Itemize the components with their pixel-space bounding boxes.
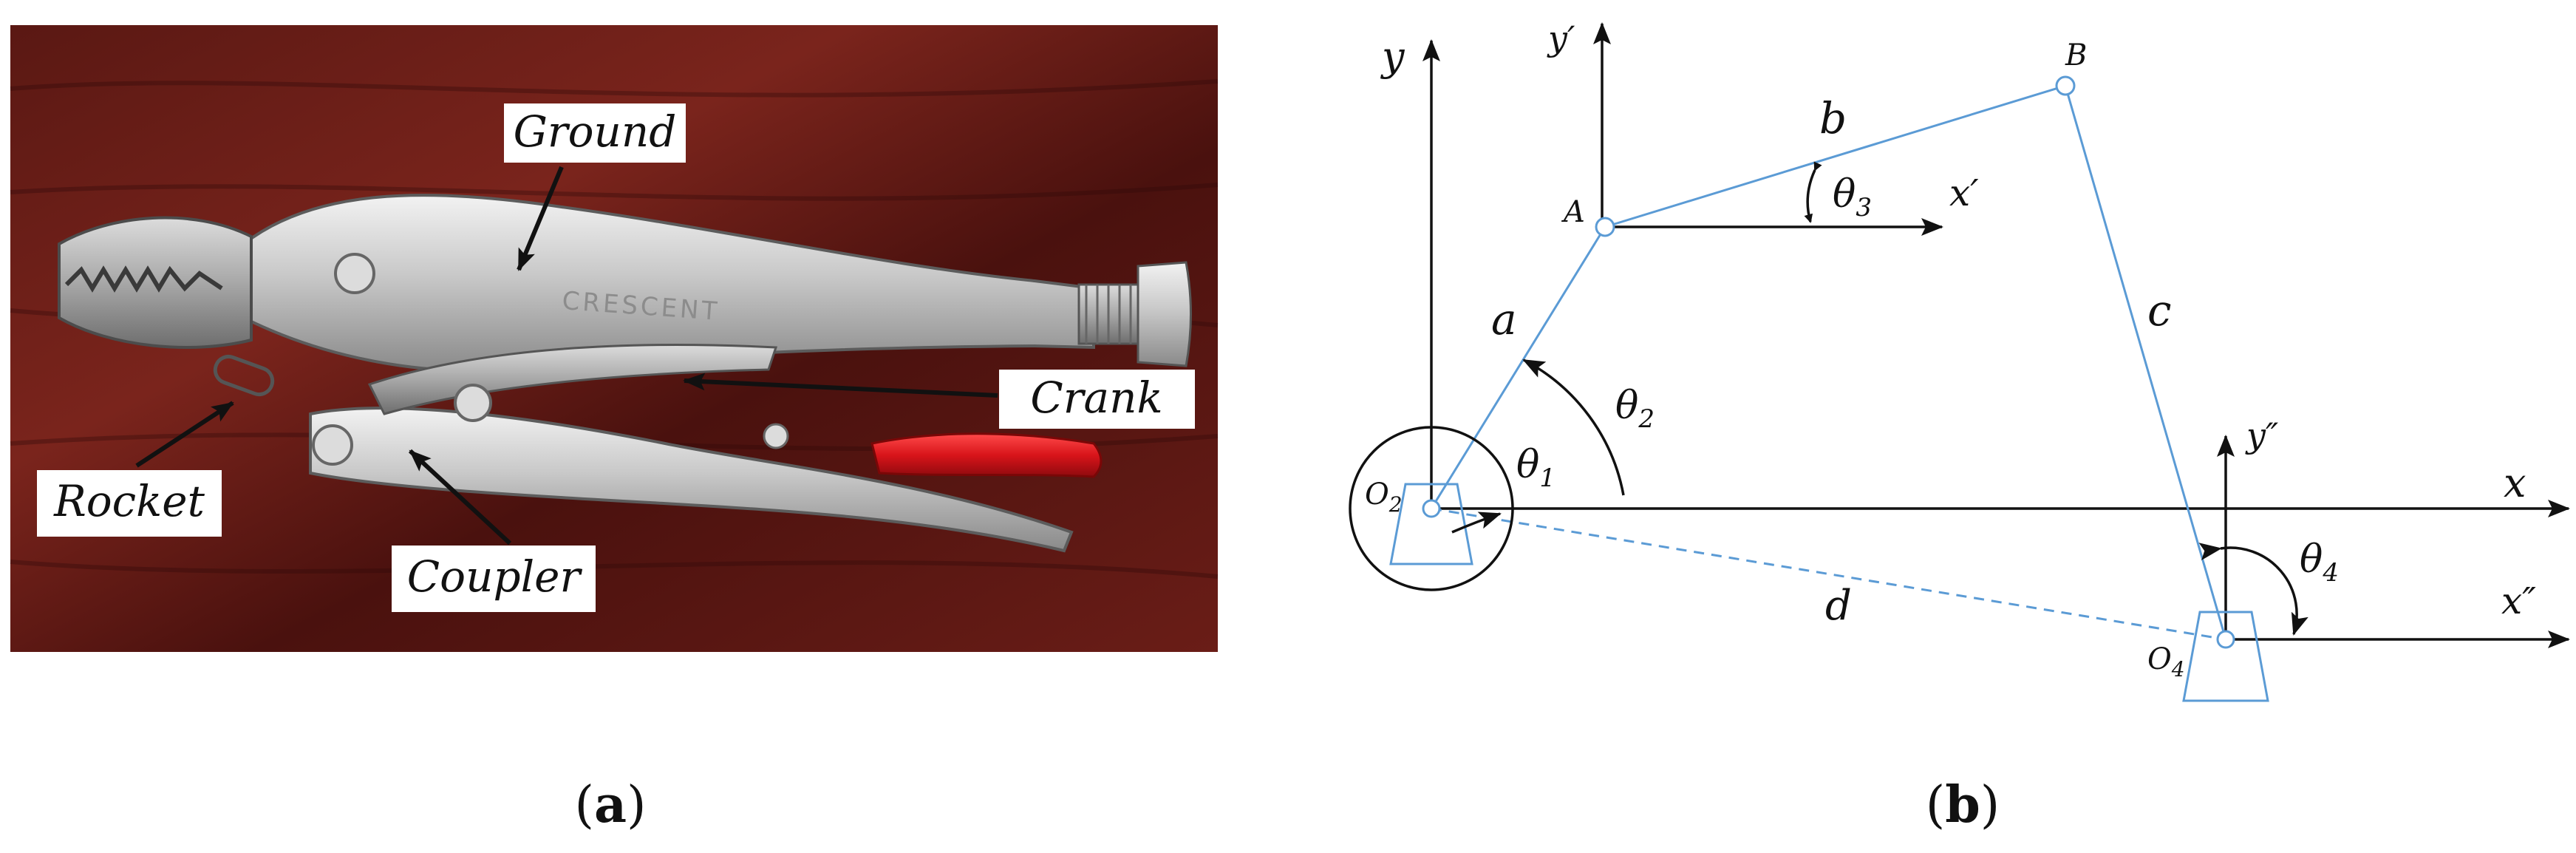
label-rocket: Rocket xyxy=(37,470,222,537)
rivet xyxy=(763,423,789,449)
link-c xyxy=(2064,85,2227,640)
theta2-label: θ2 xyxy=(1615,384,1655,434)
arrow-crank xyxy=(683,373,998,398)
arrow-rocket xyxy=(135,401,234,468)
arrow-coupler xyxy=(408,449,512,546)
theta4-label: θ4 xyxy=(2300,537,2339,588)
red-release-grip xyxy=(870,432,1103,478)
crank-circle xyxy=(1349,426,1514,591)
theta3-label: θ3 xyxy=(1833,172,1872,222)
joint-b xyxy=(2055,75,2076,96)
theta3-arc xyxy=(1804,161,1822,223)
support-o2 xyxy=(1389,483,1473,565)
label-crank-text: Crank xyxy=(1030,373,1162,423)
link-d-label: d xyxy=(1825,582,1852,630)
joint-a xyxy=(1595,217,1615,237)
point-a-label: A xyxy=(1561,195,1585,229)
label-crank: Crank xyxy=(999,370,1195,429)
axis-y-prime-label: y′ xyxy=(1547,18,1575,58)
release-slot xyxy=(213,354,275,397)
link-d-ground xyxy=(1431,507,2226,641)
theta1-arrow xyxy=(1451,512,1502,534)
joint-o2 xyxy=(1422,499,1441,518)
caption-a: (a) xyxy=(574,775,646,835)
label-ground-text: Ground xyxy=(514,106,677,157)
panel-b-diagram: y x y′ x′ y″ x″ A B O2 xyxy=(1349,18,2570,702)
label-ground: Ground xyxy=(504,103,686,163)
point-b-label: B xyxy=(2065,38,2087,72)
label-rocket-text: Rocket xyxy=(53,476,205,526)
link-a xyxy=(1430,226,1606,509)
label-coupler: Coupler xyxy=(392,546,596,612)
label-coupler-text: Coupler xyxy=(407,551,583,602)
theta4-arc xyxy=(2198,543,2308,636)
point-o2-label: O2 xyxy=(1365,478,1403,517)
rivet xyxy=(454,384,492,422)
point-o4-label: O4 xyxy=(2147,642,2185,682)
panel-a-photo: CRESCENT Ground Crank Rocket Coupler xyxy=(10,25,1219,652)
rivet xyxy=(334,253,375,294)
jaw-teeth xyxy=(64,265,223,293)
link-b-label: b xyxy=(1819,93,1847,143)
joint-o4 xyxy=(2216,630,2235,649)
arrow-ground xyxy=(517,166,564,271)
rivet xyxy=(312,424,353,466)
axis-y-dprime-label: y″ xyxy=(2245,415,2278,455)
axis-x-label: x xyxy=(2504,460,2526,506)
axis-x-prime-label: x′ xyxy=(1949,171,1979,214)
theta1-label: θ1 xyxy=(1516,443,1556,493)
pliers-bottom-handle xyxy=(309,407,1074,553)
caption-b: (b) xyxy=(1926,775,2000,835)
link-a-label: a xyxy=(1491,294,1517,344)
theta2-arc xyxy=(1522,358,1625,496)
axis-x-dprime-label: x″ xyxy=(2501,580,2536,622)
locking-pliers: CRESCENT xyxy=(58,194,1192,553)
link-c-label: c xyxy=(2147,285,2171,336)
axis-y-label: y xyxy=(1380,33,1405,80)
adjustment-knob xyxy=(1137,261,1192,367)
link-b xyxy=(1604,84,2066,228)
